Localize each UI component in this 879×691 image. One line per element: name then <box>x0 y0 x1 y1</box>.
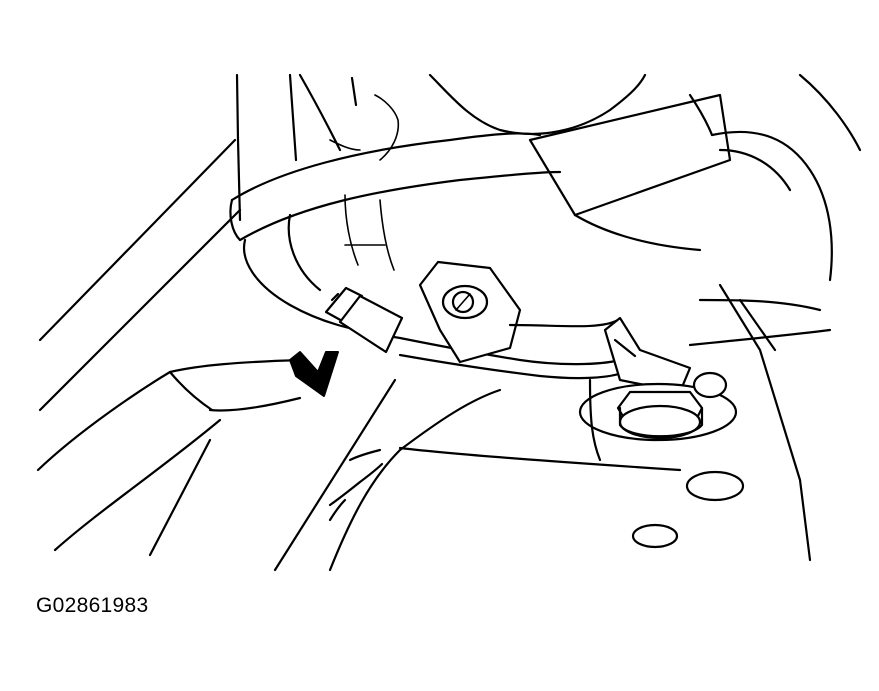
sensor-connector <box>324 286 404 354</box>
harness-strap <box>508 283 832 562</box>
engine-housing <box>235 73 862 222</box>
lower-plate <box>328 378 682 522</box>
callout-arrow-icon <box>289 351 339 397</box>
plate-holes <box>631 470 745 549</box>
coolant-hose <box>229 94 562 242</box>
wiring-harness <box>243 194 627 380</box>
sensor-mount-block <box>528 93 833 282</box>
figure-id-label: G02861983 <box>36 594 149 617</box>
mounting-bolt <box>578 371 738 442</box>
harness-clamp-bracket <box>418 260 522 364</box>
frame-rails <box>36 138 502 572</box>
